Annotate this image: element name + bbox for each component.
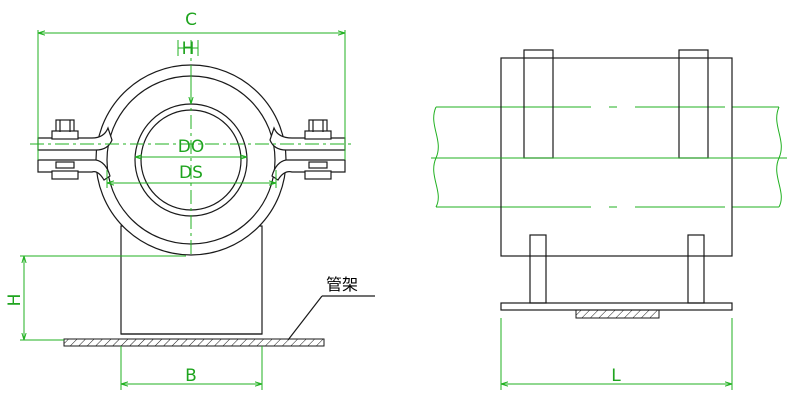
dimension-ds: DS <box>106 163 277 188</box>
strap-right <box>678 49 709 159</box>
label-h: H <box>5 294 25 307</box>
pipe-left-end <box>433 106 439 208</box>
label-do: DO <box>178 137 204 157</box>
dimension-h: H <box>5 255 186 341</box>
strap-left <box>523 49 554 159</box>
dimension-h-top: H <box>177 39 199 104</box>
label-ds: DS <box>179 163 203 183</box>
dimension-c: C <box>37 10 346 160</box>
clamp-body <box>500 57 733 257</box>
dimension-l: L <box>500 318 733 390</box>
label-b: B <box>185 366 197 386</box>
label-pipe-rack: 管架 <box>326 275 358 294</box>
front-view <box>30 40 352 347</box>
pipe-rack-plate <box>63 338 325 347</box>
leg-right <box>687 234 705 304</box>
side-pipe-rack <box>575 309 660 319</box>
pipe-right-end <box>776 106 782 208</box>
label-h-top: H <box>182 39 195 59</box>
dimension-b: B <box>120 346 263 390</box>
right-bolt <box>304 119 332 180</box>
label-l: L <box>611 366 621 386</box>
leg-left <box>529 234 547 304</box>
dimension-do: DO <box>135 137 247 157</box>
side-view <box>431 49 787 319</box>
base-plate <box>500 302 733 311</box>
pipe-rack-callout: 管架 <box>287 275 375 341</box>
label-c: C <box>185 10 197 30</box>
left-bolt <box>51 119 79 180</box>
